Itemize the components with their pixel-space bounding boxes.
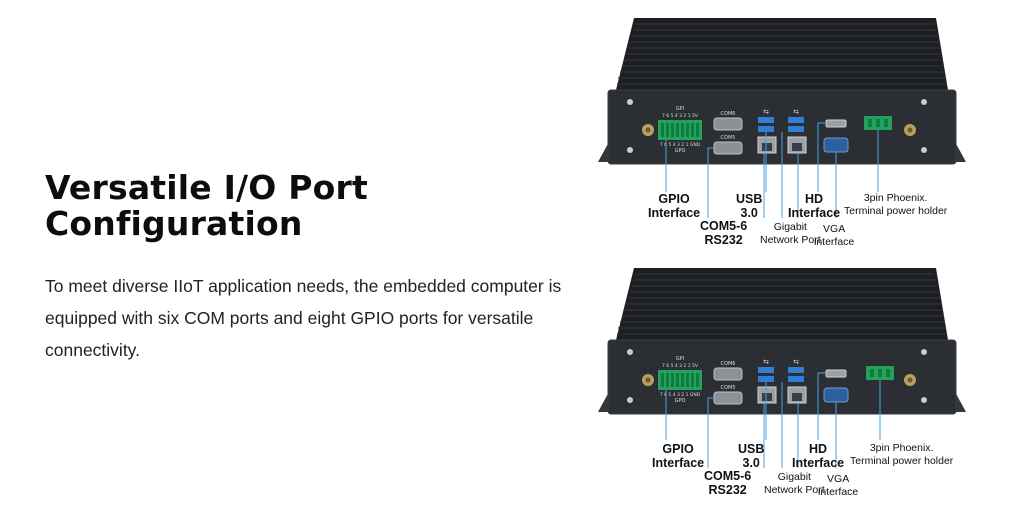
panel-gpo-label: GPO xyxy=(675,398,686,404)
device-figure-top: GPI 7 6 5 4 3 2 1 5V 7 6 5 4 3 2 1 GND G… xyxy=(596,10,968,260)
svg-text:⇆: ⇆ xyxy=(763,109,769,116)
page-title-line2: Configuration xyxy=(45,204,303,243)
svg-text:7 6 5 4 3 2 1 5V: 7 6 5 4 3 2 1 5V xyxy=(662,113,699,119)
device-illustration-bottom: GPI 7 6 5 4 3 2 1 5V 7 6 5 4 3 2 1 GND G… xyxy=(598,268,966,468)
panel-com5-label: COM5 xyxy=(721,135,736,141)
power-holder-label: 3pin Phoenix.Terminal power holder xyxy=(844,192,948,217)
panel-gpo-label: GPO xyxy=(675,148,686,154)
svg-text:⇆: ⇆ xyxy=(793,109,799,116)
page-title: Versatile I/O Port Configuration xyxy=(45,170,368,242)
svg-text:⇆: ⇆ xyxy=(763,359,769,366)
svg-text:⇆: ⇆ xyxy=(793,359,799,366)
device-figure-bottom: GPI 7 6 5 4 3 2 1 5V 7 6 5 4 3 2 1 GND G… xyxy=(596,262,968,512)
page-title-line1: Versatile I/O Port xyxy=(45,168,368,207)
panel-gpi-label: GPI xyxy=(676,106,684,112)
description-text: To meet diverse IIoT application needs, … xyxy=(45,276,562,360)
device-illustration-top: GPI 7 6 5 4 3 2 1 5V 7 6 5 4 3 2 1 GND G… xyxy=(598,18,966,218)
panel-com6-label: COM6 xyxy=(721,111,736,117)
panel-gpi-label: GPI xyxy=(676,356,684,362)
svg-text:7 6 5 4 3 2 1 5V: 7 6 5 4 3 2 1 5V xyxy=(662,363,699,369)
panel-com6-label: COM6 xyxy=(721,361,736,367)
svg-text:7 6 5 4 3 2 1 GND: 7 6 5 4 3 2 1 GND xyxy=(660,142,701,148)
panel-com5-label: COM5 xyxy=(721,385,736,391)
svg-text:7 6 5 4 3 2 1 GND: 7 6 5 4 3 2 1 GND xyxy=(660,392,701,398)
power-holder-label: 3pin Phoenix.Terminal power holder xyxy=(850,442,954,467)
